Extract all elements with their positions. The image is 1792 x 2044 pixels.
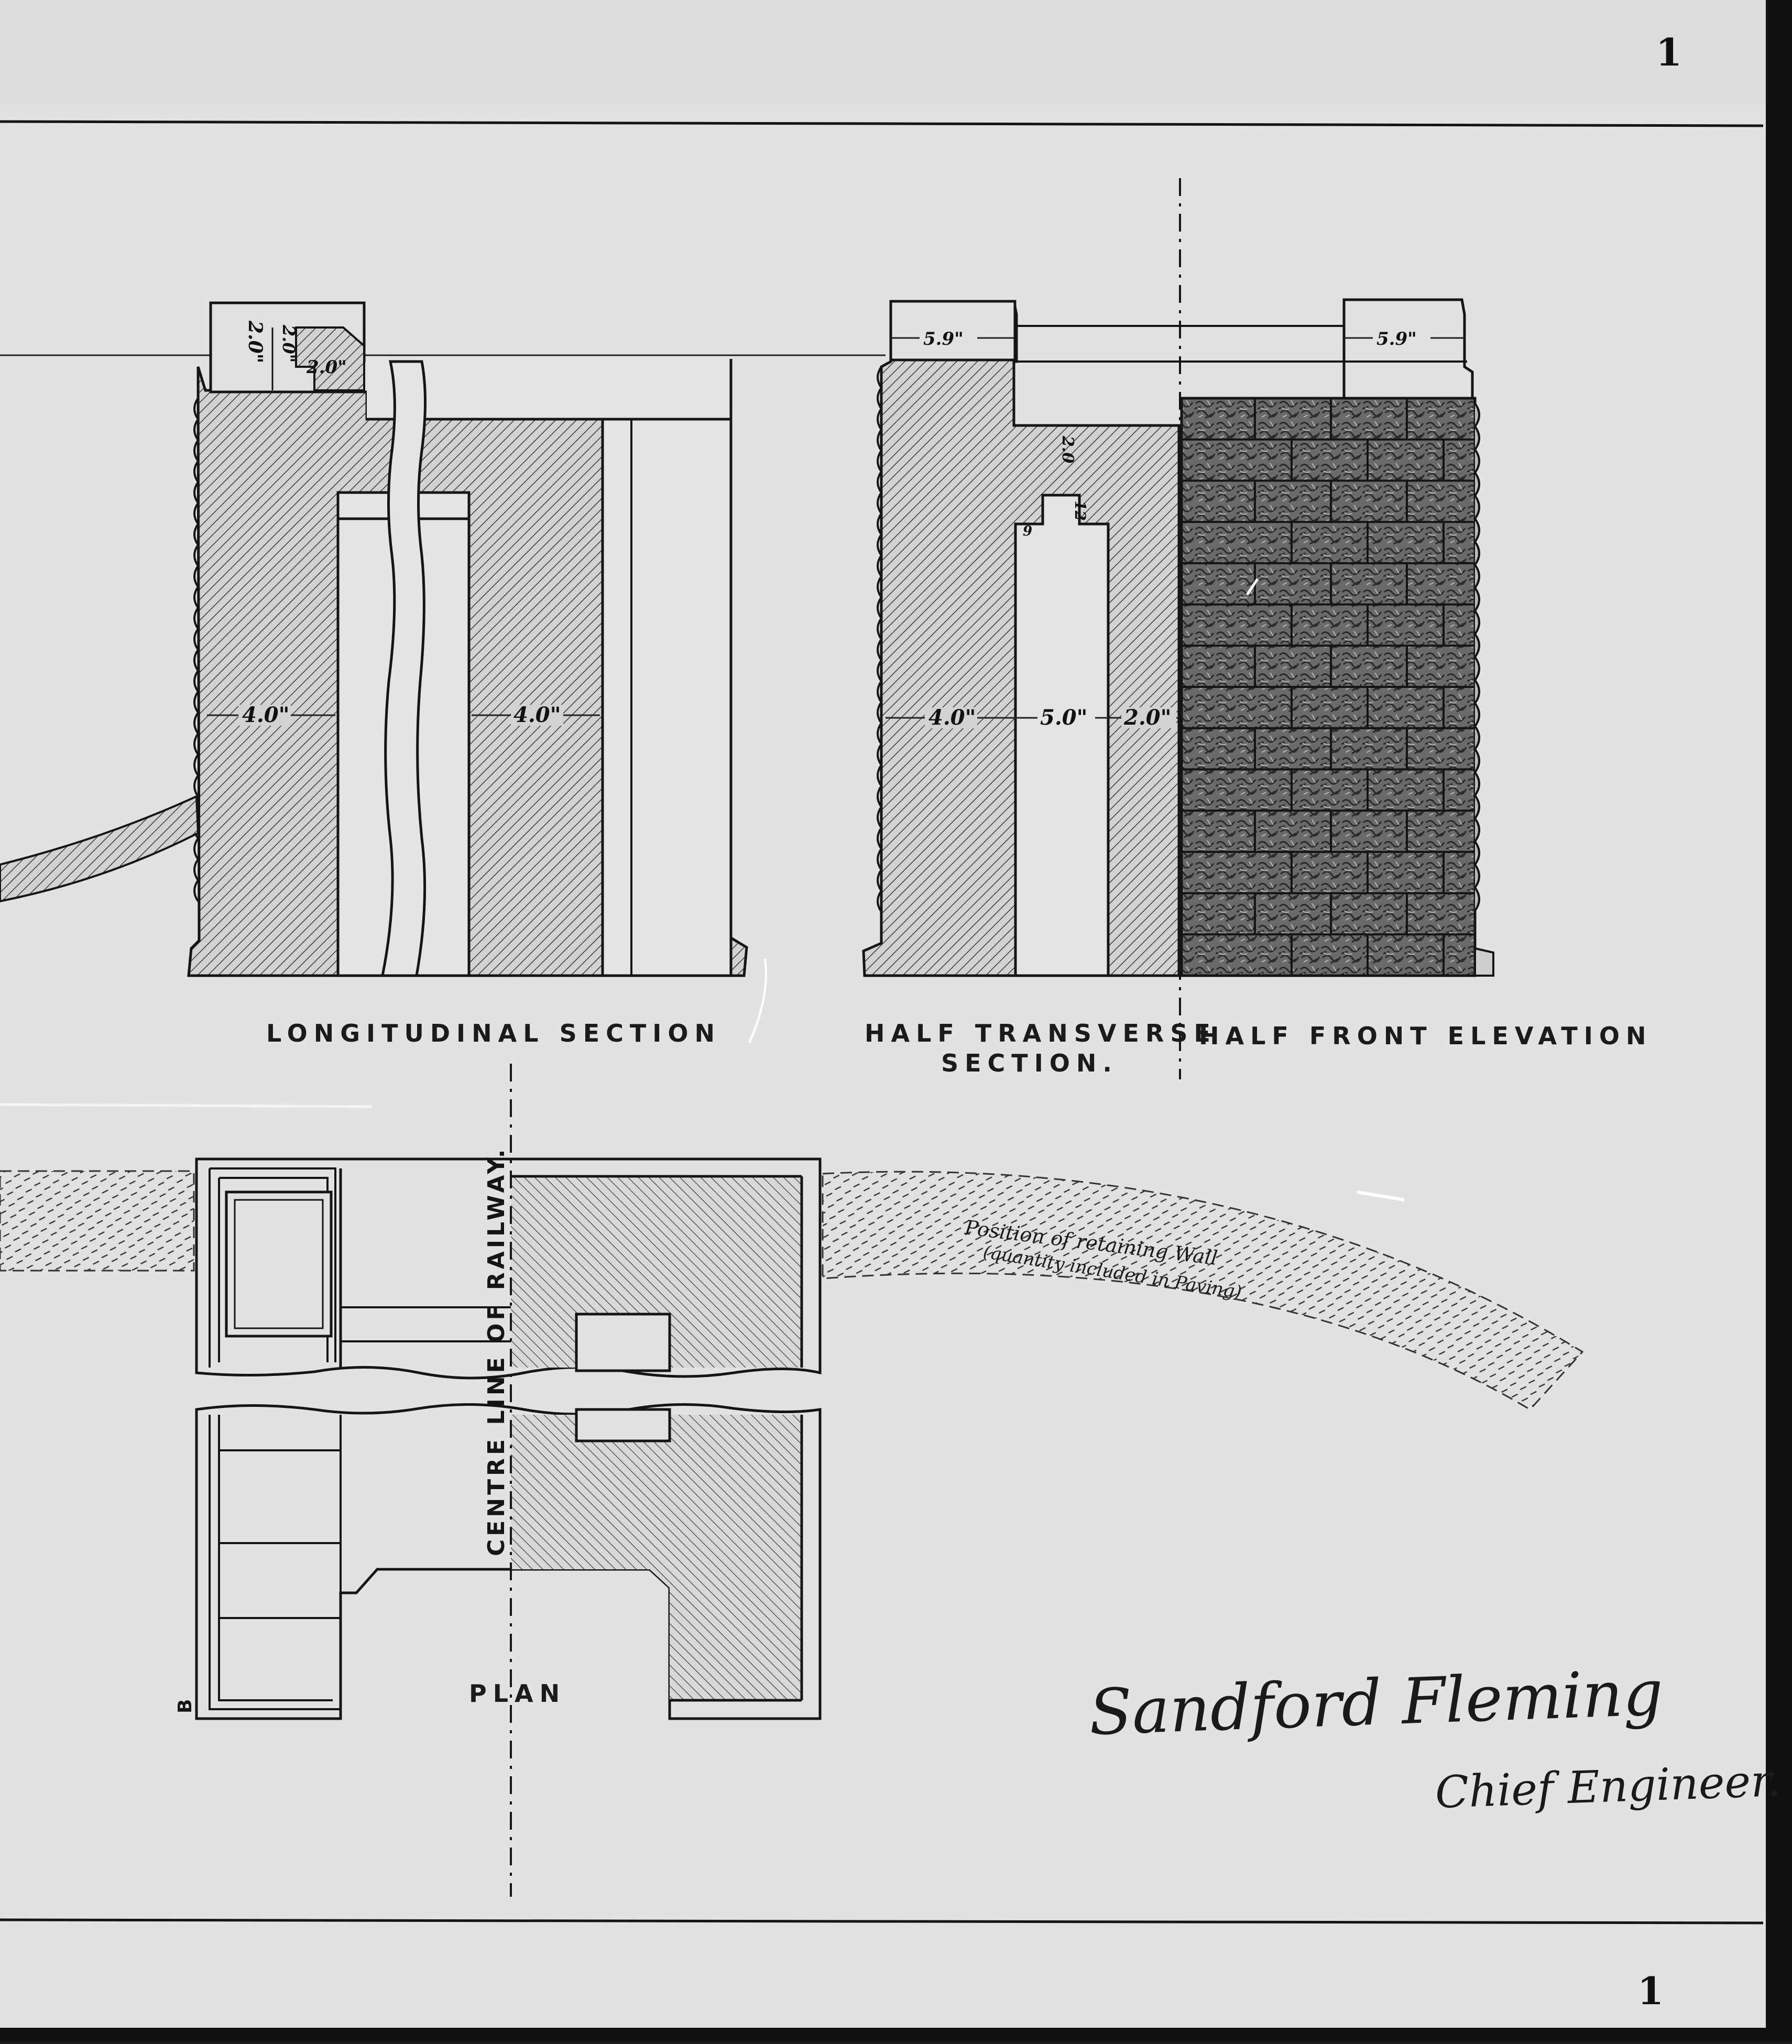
transverse-void — [1014, 494, 1110, 977]
retaining-wall-curve — [822, 1171, 1584, 1411]
dim-transverse-inner: 2.0" — [1123, 705, 1171, 730]
section-mark-b: B — [174, 1699, 196, 1713]
dim-transverse-void: 5.0" — [1040, 705, 1087, 730]
dim-coping-height: 2.0" — [244, 320, 266, 363]
dim-void-top: 2.0 — [1058, 435, 1077, 463]
dim-elevation-coping: 5.9" — [1376, 329, 1417, 349]
half-transverse-section: 5.9" 2.0 12 9 4.0" 5.0" 2.0" — [862, 300, 1344, 977]
longitudinal-section: 2.0" 2.0" 2.0" 4.0" 4.0" — [187, 301, 748, 977]
centre-line-label: CENTRE LINE OF RAILWAY. — [483, 1146, 510, 1556]
dim-nib-height: 2.0" — [279, 324, 299, 363]
border-line-top — [0, 120, 1764, 127]
plan-opening-bottom — [575, 1408, 671, 1442]
wing-wall-curve — [0, 794, 200, 903]
half-front-elevation-title: HALF FRONT ELEVATION — [1199, 1022, 1653, 1050]
dim-right-wall: 4.0" — [513, 703, 561, 727]
page-mark-top: 1 — [1656, 30, 1682, 74]
plan-view: CENTRE LINE OF RAILWAY. B — [0, 1064, 1584, 1897]
plan-chamber — [225, 1190, 333, 1338]
dim-transverse-wall: 4.0" — [928, 705, 976, 730]
break-strip — [380, 360, 427, 977]
retaining-wall-left — [0, 1170, 195, 1272]
half-front-elevation: 5.9" — [1180, 298, 1494, 977]
elevation-coping — [1342, 298, 1474, 400]
dim-void-offset: 9 — [1023, 523, 1032, 539]
page-mark-bottom: 1 — [1637, 1969, 1664, 2013]
half-transverse-title-line2: SECTION. — [941, 1049, 1118, 1077]
interior-void-right — [601, 418, 733, 977]
plan-title: PLAN — [469, 1679, 566, 1708]
dim-void-step: 12 — [1072, 500, 1089, 521]
half-transverse-title-line1: HALF TRANSVERSE — [865, 1019, 1217, 1047]
top-band — [0, 0, 1766, 105]
dim-left-wall: 4.0" — [242, 703, 289, 727]
bottom-edge-shadow — [0, 2028, 1792, 2041]
right-edge-shadow — [1766, 0, 1792, 2041]
plan-opening-top — [575, 1313, 671, 1372]
longitudinal-section-title: LONGITUDINAL SECTION — [266, 1019, 722, 1047]
scalloped-edge — [1473, 402, 1480, 912]
dim-transverse-coping: 5.9" — [923, 329, 964, 349]
signature-title: Chief Engineer. — [1434, 1755, 1782, 1818]
border-line-bottom — [0, 1918, 1764, 1925]
masonry-courses — [1182, 398, 1475, 976]
dim-nib-width: 2.0" — [306, 357, 347, 378]
coping-nib — [295, 326, 365, 391]
